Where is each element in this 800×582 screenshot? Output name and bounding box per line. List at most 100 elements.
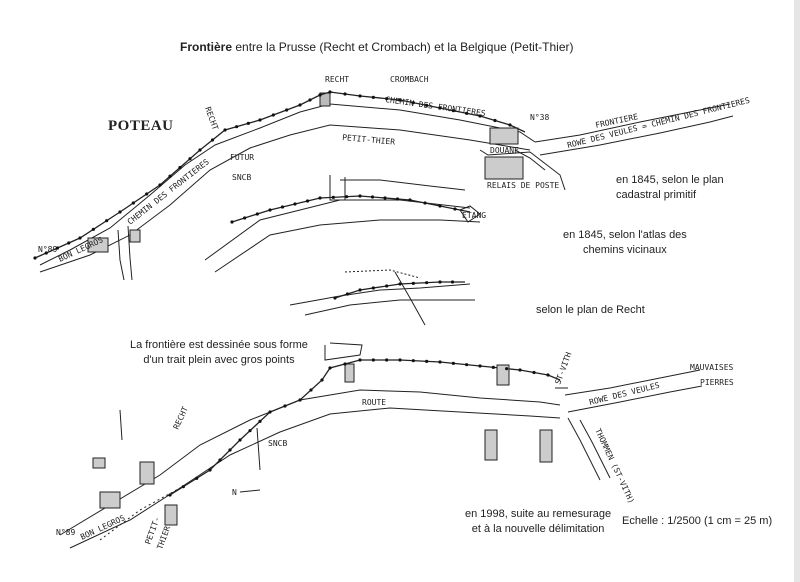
- border-point: [168, 493, 172, 497]
- side-road-2: [127, 225, 133, 281]
- border-point: [195, 476, 199, 480]
- border-point: [328, 90, 332, 94]
- label-recht-bottom: RECHT: [172, 405, 190, 431]
- label-relais: RELAIS DE POSTE: [487, 181, 559, 190]
- border-point: [298, 398, 302, 402]
- border-point: [408, 198, 412, 202]
- caption-plan-recht: selon le plan de Recht: [536, 304, 645, 316]
- label-recht-top: RECHT: [325, 75, 349, 84]
- border-point: [438, 360, 442, 364]
- border-point: [91, 227, 95, 231]
- border-point: [411, 101, 415, 105]
- border-point: [230, 220, 234, 224]
- border-point: [293, 202, 297, 206]
- border-point: [228, 448, 232, 452]
- route-upper: [59, 389, 561, 536]
- border-point: [423, 201, 427, 205]
- road-upper-edge: [39, 103, 536, 266]
- border-point: [546, 373, 550, 377]
- label-sncb: SNCB: [268, 439, 287, 448]
- map-plan-recht: [289, 269, 475, 326]
- border-point: [345, 195, 349, 199]
- label-mauvaises: MAUVAISES: [690, 363, 734, 372]
- label-n89-bottom: N°89: [56, 528, 75, 537]
- border-point: [248, 429, 252, 433]
- border-point: [385, 284, 389, 288]
- border-point: [218, 458, 222, 462]
- border-point: [493, 118, 497, 123]
- border-point: [285, 108, 289, 112]
- border-point: [478, 114, 482, 118]
- label-crombach: CROMBACH: [390, 75, 429, 84]
- label-bon-legros-bottom: BON LEGROS: [79, 513, 127, 542]
- border-point: [105, 219, 109, 223]
- label-n38: N°38: [530, 113, 549, 122]
- border-point: [258, 419, 262, 423]
- map-1998: [59, 342, 703, 549]
- route-east-upper: [564, 369, 701, 396]
- border-point: [385, 358, 389, 362]
- border-point: [438, 280, 442, 284]
- border-point: [33, 256, 37, 260]
- label-futur: FUTUR: [230, 153, 254, 162]
- border-point: [371, 358, 375, 362]
- border-point: [145, 192, 149, 196]
- border-point: [308, 98, 312, 102]
- border-point: [298, 103, 302, 107]
- border-point: [398, 98, 402, 102]
- label-etang: ETANG: [462, 211, 486, 220]
- border-point: [208, 468, 212, 472]
- border-point: [453, 207, 457, 211]
- border-point: [358, 194, 362, 198]
- building-small-2: [87, 237, 109, 253]
- border-point: [425, 281, 429, 285]
- border-point: [370, 195, 375, 199]
- border-point: [371, 95, 375, 99]
- border-point: [398, 282, 402, 286]
- border-point: [411, 281, 415, 285]
- border-point: [450, 280, 455, 284]
- border-point: [532, 370, 536, 375]
- building-small-1: [129, 229, 141, 243]
- building-relais: [484, 156, 524, 180]
- map-1845-atlas: [204, 175, 481, 273]
- label-n89-top: N°89: [38, 245, 57, 254]
- road-lower-edge: [39, 124, 531, 273]
- border-point: [238, 438, 242, 442]
- border-point: [331, 195, 335, 199]
- border-point: [343, 362, 347, 366]
- border-point: [118, 210, 122, 214]
- border-point: [333, 296, 337, 300]
- border-point: [305, 199, 310, 203]
- border-point: [371, 286, 375, 290]
- border-point: [451, 361, 455, 365]
- border-point: [398, 358, 402, 362]
- border-point: [268, 410, 272, 414]
- border-point: [465, 363, 469, 367]
- label-north: N: [232, 488, 237, 497]
- border-point: [55, 246, 60, 250]
- border-point: [411, 359, 415, 363]
- plot-1998: [324, 342, 363, 361]
- map-title: Frontière entre la Prusse (Recht et Crom…: [180, 40, 574, 54]
- border-point: [518, 368, 522, 372]
- border-point: [181, 485, 185, 489]
- border-point: [318, 196, 322, 200]
- building-douane: [489, 127, 519, 145]
- border-point: [383, 196, 387, 200]
- road-east-lower: [539, 115, 734, 156]
- label-thommen: THOMMEN (ST-VITH): [593, 427, 636, 505]
- border-point: [505, 367, 509, 371]
- border-point: [178, 165, 182, 170]
- route-east-lower: [567, 385, 703, 413]
- label-pierres: PIERRES: [700, 378, 734, 387]
- page-edge-shadow: [794, 0, 800, 582]
- border-point: [451, 109, 455, 113]
- border-point: [345, 292, 350, 296]
- border-point: [343, 92, 347, 96]
- border-point: [78, 236, 82, 240]
- border-point: [168, 174, 172, 178]
- label-petit-thier-top: PETIT-THIER: [342, 133, 396, 147]
- border-point: [198, 148, 202, 152]
